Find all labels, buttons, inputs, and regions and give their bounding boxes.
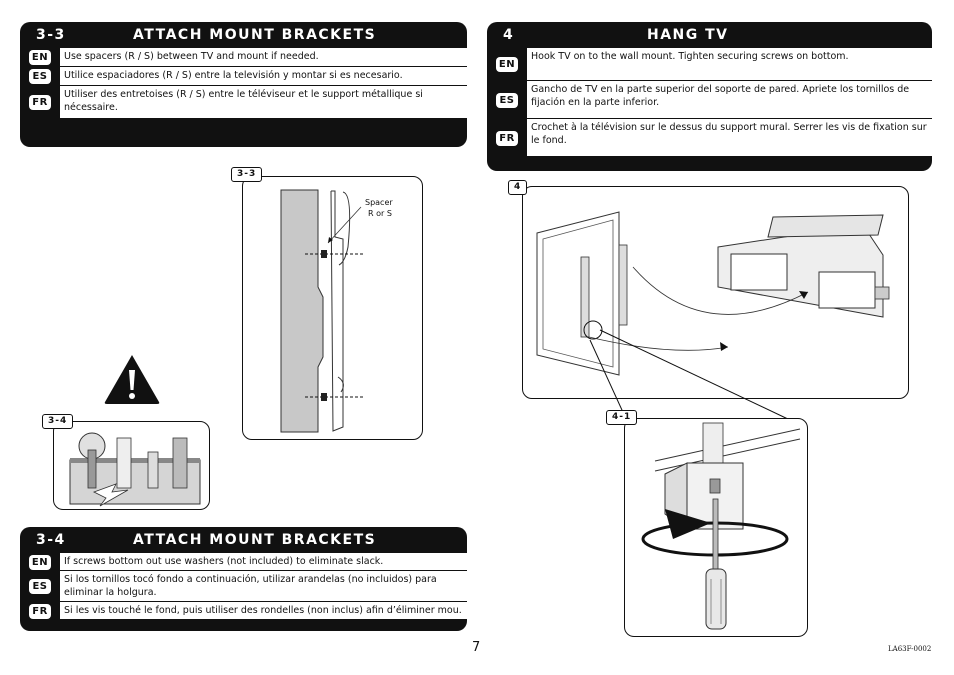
instruction-row-fr: FR Si les vis touché le fond, puis utili… [20,602,467,620]
instruction-text: Gancho de TV en la parte superior del so… [527,81,932,119]
instruction-row-es: ES Gancho de TV en la parte superior del… [487,81,932,119]
instruction-text: If screws bottom out use washers (not in… [60,553,467,571]
lang-badge-es: ES [29,579,51,594]
lang-badge-en: EN [495,57,519,72]
section-number: 4 [503,27,515,43]
section-4-header: 4 HANG TV [487,22,932,48]
figure-4-1-tag: 4-1 [606,410,638,425]
bracket-side-view-illustration [280,189,363,433]
figure-4-1 [624,418,808,637]
instruction-row-en: EN If screws bottom out use washers (not… [20,553,467,571]
lang-badge-en: EN [28,50,52,65]
warning-icon [104,355,160,404]
lang-badge-es: ES [496,92,518,108]
figure-3-4 [53,421,210,510]
lang-badge-fr: FR [496,130,518,146]
page-number: 7 [472,640,481,655]
section-title: ATTACH MOUNT BRACKETS [133,27,377,43]
instruction-text: Utiliser des entretoises (R / S) entre l… [60,86,467,119]
screw-bottom-out-illustration [69,432,201,507]
figure-3-3-tag: 3-3 [231,167,263,182]
instruction-text: Si los tornillos tocó fondo a continuaci… [60,571,467,602]
section-number: 3-4 [36,532,66,548]
instruction-text: Si les vis touché le fond, puis utiliser… [60,602,467,620]
instruction-row-fr: FR Crochet à la télévision sur le dessus… [487,119,932,157]
section-title: HANG TV [647,27,729,43]
section-3-3-panel: 3-3 ATTACH MOUNT BRACKETS EN Use spacers… [20,22,467,147]
section-number: 3-3 [36,27,66,43]
instruction-row-es: ES Utilice espaciadores (R / S) entre la… [20,67,467,86]
spacer-label-line2: R or S [368,209,392,218]
section-4-panel: 4 HANG TV EN Hook TV on to the wall moun… [487,22,932,171]
instruction-row-es: ES Si los tornillos tocó fondo a continu… [20,571,467,602]
instruction-row-en: EN Hook TV on to the wall mount. Tighten… [487,48,932,81]
lang-badge-en: EN [28,554,52,570]
section-3-4-header: 3-4 ATTACH MOUNT BRACKETS [20,527,467,553]
figure-3-3: Spacer R or S [242,176,423,440]
instruction-row-en: EN Use spacers (R / S) between TV and mo… [20,48,467,67]
instruction-text: Hook TV on to the wall mount. Tighten se… [527,48,932,81]
figure-3-4-tag: 3-4 [42,414,74,429]
instruction-text: Utilice espaciadores (R / S) entre la te… [60,67,467,86]
document-code: LA63F-0002 [888,645,932,653]
lang-badge-fr: FR [29,603,51,619]
figure-4-tag: 4 [508,180,528,195]
figure-4 [522,186,909,399]
instruction-text: Crochet à la télévision sur le dessus du… [527,119,932,157]
tighten-screw-illustration [641,422,801,630]
instruction-text: Use spacers (R / S) between TV and mount… [60,48,467,67]
instruction-row-fr: FR Utiliser des entretoises (R / S) entr… [20,86,467,119]
section-title: ATTACH MOUNT BRACKETS [133,532,377,548]
section-3-4-panel: 3-4 ATTACH MOUNT BRACKETS EN If screws b… [20,527,467,631]
lang-badge-es: ES [29,69,51,84]
section-3-3-header: 3-3 ATTACH MOUNT BRACKETS [20,22,467,48]
lang-badge-fr: FR [29,95,51,110]
hang-tv-illustration [536,211,890,376]
spacer-label-line1: Spacer [365,198,393,207]
